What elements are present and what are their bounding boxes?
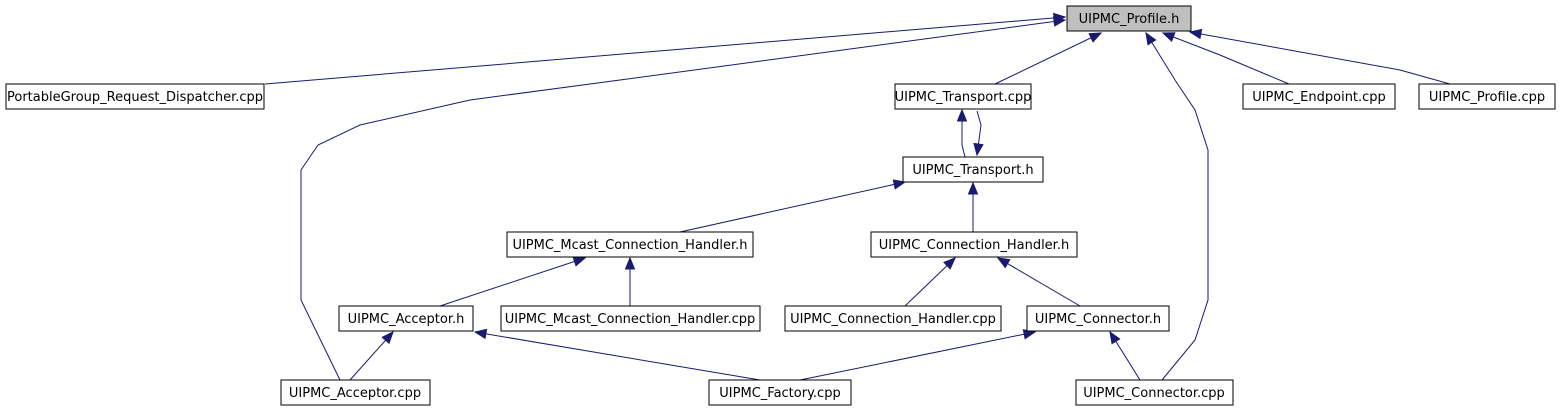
- node-conn-handler-cpp[interactable]: UIPMC_Connection_Handler.cpp: [784, 305, 1002, 332]
- arrowhead: [1145, 31, 1157, 46]
- edge-connector-cpp-to-connector-h: [1109, 330, 1141, 381]
- node-label: UIPMC_Transport.h: [912, 163, 1033, 178]
- edge-portablegroup-to-profile: [264, 12, 1067, 85]
- arrowhead: [1052, 16, 1067, 27]
- node-connector-cpp[interactable]: UIPMC_Connector.cpp: [1075, 379, 1234, 406]
- edge-line: [474, 331, 761, 381]
- node-box: [1066, 5, 1192, 32]
- edge-transport-cpp-to-transport-h: [973, 110, 984, 157]
- node-box: [902, 156, 1044, 183]
- node-box: [894, 83, 1032, 110]
- edges: [264, 12, 1451, 381]
- node-label: UIPMC_Connector.h: [1035, 312, 1161, 327]
- node-box: [338, 305, 474, 332]
- node-box: [708, 379, 852, 406]
- node-factory-cpp[interactable]: UIPMC_Factory.cpp: [708, 379, 852, 406]
- node-label: UIPMC_Connection_Handler.cpp: [790, 312, 996, 327]
- node-box: [506, 231, 754, 258]
- edge-line: [904, 257, 956, 307]
- node-box: [5, 83, 265, 110]
- edge-line: [439, 257, 586, 307]
- node-box: [500, 305, 761, 332]
- arrowhead: [996, 257, 1011, 269]
- node-box: [1026, 305, 1170, 332]
- node-box: [1075, 379, 1234, 406]
- edge-line: [799, 331, 1036, 381]
- arrowhead: [943, 257, 956, 270]
- arrowhead: [1088, 32, 1103, 43]
- node-label: UIPMC_Acceptor.h: [348, 312, 465, 327]
- node-label: PortableGroup_Request_Dispatcher.cpp: [7, 90, 263, 105]
- edge-connector-h-to-conn-h: [996, 257, 1081, 307]
- node-endpoint-cpp[interactable]: UIPMC_Endpoint.cpp: [1242, 83, 1396, 110]
- edge-transport-h-to-transport-cpp: [956, 108, 968, 158]
- arrowhead: [967, 181, 979, 195]
- arrowhead: [572, 256, 587, 267]
- arrowhead: [473, 328, 488, 340]
- node-box: [280, 379, 431, 406]
- arrowhead: [956, 108, 968, 122]
- node-label: UIPMC_Profile.h: [1079, 12, 1180, 27]
- edge-line: [961, 110, 966, 158]
- edge-profile-cpp-to-profile: [1188, 28, 1451, 85]
- node-box: [1242, 83, 1396, 110]
- edge-line: [1162, 32, 1290, 85]
- edge-line: [997, 257, 1081, 307]
- arrowhead: [1109, 330, 1121, 345]
- edge-acceptor-cpp-to-profile: [300, 16, 1067, 381]
- node-acceptor-h[interactable]: UIPMC_Acceptor.h: [338, 305, 474, 332]
- node-label: UIPMC_Acceptor.cpp: [289, 386, 421, 401]
- edge-endpoint-cpp-to-profile: [1161, 32, 1290, 85]
- arrowhead: [381, 331, 394, 345]
- arrowhead: [1161, 32, 1176, 43]
- node-mcast-handler-cpp[interactable]: UIPMC_Mcast_Connection_Handler.cpp: [500, 305, 761, 332]
- node-label: UIPMC_Connection_Handler.h: [879, 238, 1069, 253]
- node-label: UIPMC_Mcast_Connection_Handler.cpp: [505, 312, 756, 327]
- node-transport-h[interactable]: UIPMC_Transport.h: [902, 156, 1044, 183]
- node-connector-h[interactable]: UIPMC_Connector.h: [1026, 305, 1170, 332]
- node-profile-h[interactable]: UIPMC_Profile.h: [1066, 5, 1192, 32]
- node-acceptor-cpp[interactable]: UIPMC_Acceptor.cpp: [280, 379, 431, 406]
- edge-line: [1189, 31, 1451, 85]
- node-label: UIPMC_Endpoint.cpp: [1252, 90, 1386, 105]
- edge-line: [1145, 32, 1209, 381]
- edge-acceptor-cpp-to-acceptor-h: [349, 331, 394, 381]
- edge-connector-cpp-to-profile: [1145, 31, 1209, 381]
- edge-line: [994, 32, 1102, 85]
- arrowhead: [973, 142, 984, 157]
- arrowhead: [624, 256, 636, 270]
- node-label: UIPMC_Factory.cpp: [719, 386, 840, 401]
- arrowhead: [1188, 28, 1203, 40]
- edge-mcast-h-to-transport-h: [679, 179, 907, 233]
- arrowhead: [892, 179, 907, 190]
- node-conn-handler-h[interactable]: UIPMC_Connection_Handler.h: [870, 231, 1078, 258]
- node-mcast-handler-h[interactable]: UIPMC_Mcast_Connection_Handler.h: [506, 231, 754, 258]
- edge-acceptor-h-to-mcast-h: [439, 256, 587, 307]
- edge-conn-cpp-to-conn-h: [904, 257, 956, 307]
- edge-factory-to-acceptor-h: [473, 328, 761, 381]
- node-profile-cpp[interactable]: UIPMC_Profile.cpp: [1418, 83, 1556, 110]
- edge-line: [264, 16, 1066, 85]
- edge-line: [300, 19, 1066, 381]
- edge-conn-h-to-transport-h: [967, 181, 979, 232]
- node-transport-cpp[interactable]: UIPMC_Transport.cpp: [894, 83, 1032, 110]
- node-label: UIPMC_Transport.cpp: [895, 90, 1032, 105]
- node-label: UIPMC_Profile.cpp: [1429, 90, 1545, 105]
- node-box: [784, 305, 1002, 332]
- node-box: [870, 231, 1078, 258]
- edge-line: [679, 181, 906, 233]
- node-label: UIPMC_Mcast_Connection_Handler.h: [512, 238, 747, 253]
- edge-transport-cpp-to-profile: [994, 32, 1103, 85]
- node-label: UIPMC_Connector.cpp: [1083, 386, 1225, 401]
- edge-factory-to-connector-h: [799, 329, 1037, 381]
- node-box: [1418, 83, 1556, 110]
- edge-mcast-cpp-to-mcast-h: [624, 256, 636, 306]
- node-portablegroup-cpp[interactable]: PortableGroup_Request_Dispatcher.cpp: [5, 83, 265, 110]
